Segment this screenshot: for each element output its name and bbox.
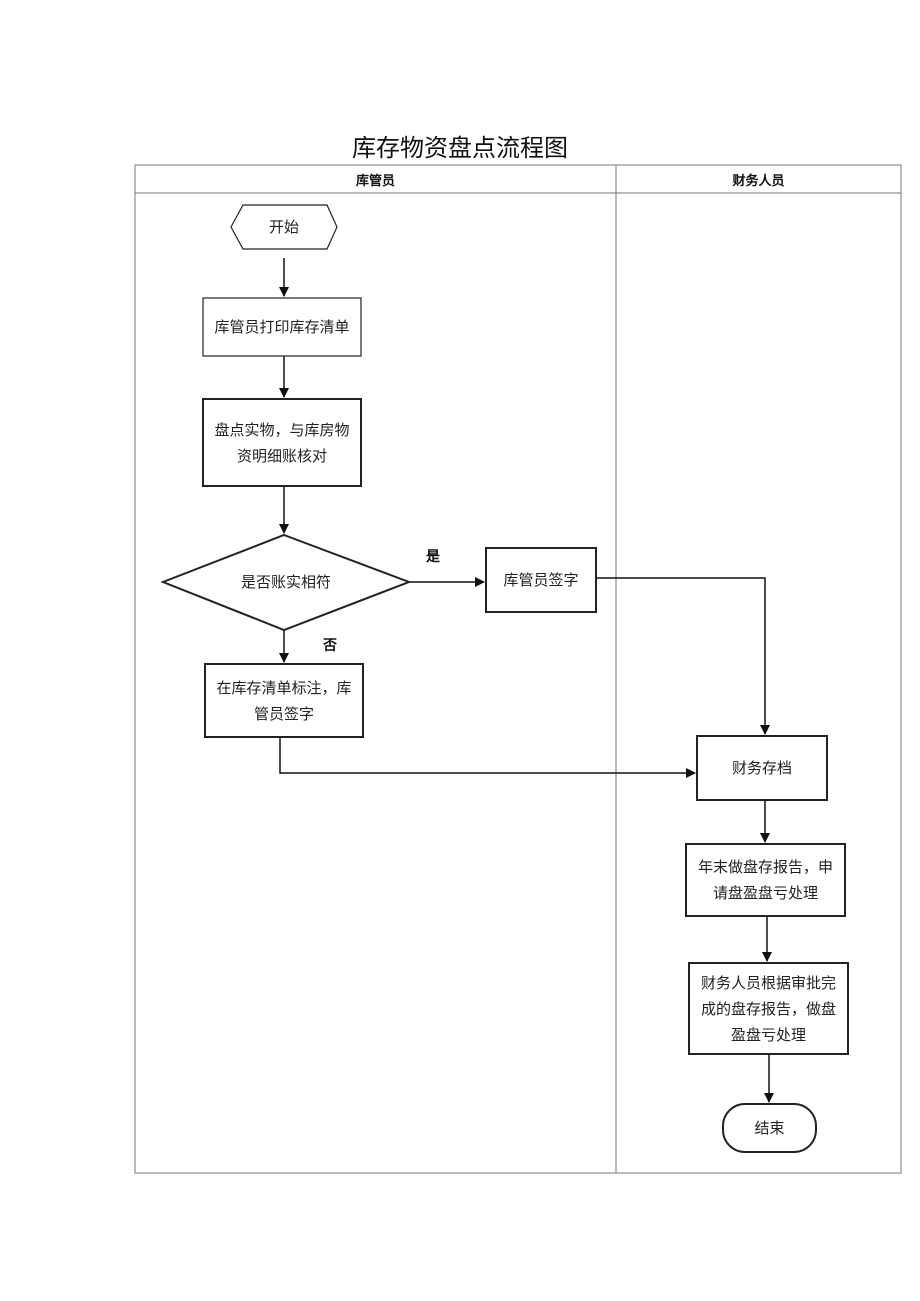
lane-header-finance: 财务人员: [732, 173, 785, 189]
branch-yes-label: 是: [426, 549, 440, 565]
mark-process-box: [204, 663, 364, 738]
check-process-box: [202, 398, 362, 487]
swimlane-frame: [134, 164, 902, 1174]
branch-no-label: 否: [323, 638, 337, 654]
start-terminator: [230, 204, 338, 250]
lane-header-warehouse: 库管员: [355, 173, 395, 189]
end-terminator: [722, 1103, 817, 1153]
page-title: 库存物资盘点流程图: [352, 134, 568, 162]
decision-diamond: [160, 533, 412, 632]
print-process-box: [202, 297, 362, 357]
arrow-mark-to-archive: [279, 737, 696, 778]
archive-process-box: [696, 735, 828, 801]
report-process-box: [685, 843, 846, 917]
arrow-sign-to-archive: [596, 577, 770, 735]
finance-process-box: [688, 962, 849, 1055]
sign-process-box: [485, 547, 597, 613]
